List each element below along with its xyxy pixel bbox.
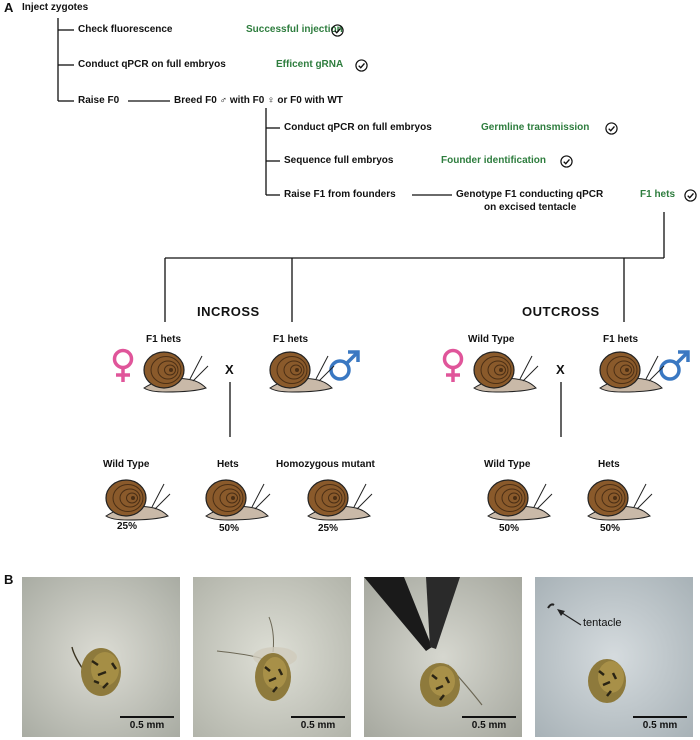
scale-bar: 0.5 mm — [120, 716, 174, 731]
female-symbol-icon — [442, 348, 464, 382]
step-qpcr: Conduct qPCR on full embryos — [78, 59, 226, 70]
scale-bar-label: 0.5 mm — [471, 720, 507, 731]
sub-step-qpcr: Conduct qPCR on full embryos — [284, 122, 432, 133]
result-germline-transmission: Germline transmission — [481, 122, 590, 133]
check-circle-icon — [331, 24, 344, 37]
outcross-offspring-label: Hets — [598, 459, 620, 470]
incross-offspring-label: Hets — [217, 459, 239, 470]
incross-offspring-label: Homozygous mutant — [276, 459, 375, 470]
outcross-x: X — [556, 362, 566, 377]
photo-snail-4: tentacle 0.5 mm — [535, 577, 693, 737]
panel-b-letter: B — [4, 572, 14, 587]
scale-bar: 0.5 mm — [633, 716, 687, 731]
photo-snail-1: 0.5 mm — [22, 577, 180, 737]
incross-offspring-pct: 50% — [219, 523, 240, 534]
snail-icon — [599, 351, 665, 393]
check-circle-icon — [605, 122, 618, 135]
snail-icon — [473, 351, 539, 393]
incross-title: INCROSS — [197, 304, 260, 319]
result-successful-injection: Successful injection — [246, 24, 343, 35]
tentacle-annotation: tentacle — [583, 617, 622, 629]
photo-snail-2: 0.5 mm — [193, 577, 351, 737]
scale-bar-label: 0.5 mm — [129, 720, 165, 731]
genotype-line-1: Genotype F1 conducting qPCR — [456, 189, 604, 200]
check-circle-icon — [684, 189, 697, 202]
result-f1-hets: F1 hets — [640, 189, 676, 200]
incross-x: X — [225, 362, 235, 377]
sub-step-sequence: Sequence full embryos — [284, 155, 394, 166]
male-symbol-icon — [329, 350, 360, 381]
outcross-parent-left-label: Wild Type — [468, 334, 515, 345]
female-symbol-icon — [112, 348, 134, 382]
incross-offspring-pct: 25% — [318, 523, 339, 534]
snail-icon — [587, 479, 653, 521]
genotype-line-2: on excised tentacle — [484, 202, 577, 213]
scale-bar: 0.5 mm — [462, 716, 516, 731]
incross-parent-left-label: F1 hets — [146, 334, 182, 345]
scale-bar-label: 0.5 mm — [300, 720, 336, 731]
step-raise-f0: Raise F0 — [78, 95, 120, 106]
incross-parent-right-label: F1 hets — [273, 334, 309, 345]
snail-icon — [307, 479, 373, 521]
scale-bar-label: 0.5 mm — [642, 720, 678, 731]
incross-offspring-pct: 25% — [117, 521, 138, 532]
snail-icon — [269, 351, 335, 393]
scale-bar: 0.5 mm — [291, 716, 345, 731]
incross-offspring-label: Wild Type — [103, 459, 150, 470]
result-founder-identification: Founder identification — [441, 155, 546, 166]
outcross-title: OUTCROSS — [522, 304, 600, 319]
snail-icon — [205, 479, 271, 521]
root-step: Inject zygotes — [22, 2, 89, 13]
male-symbol-icon — [659, 350, 690, 381]
snail-icon — [143, 351, 209, 393]
check-circle-icon — [560, 155, 573, 168]
sub-step-raise-f1: Raise F1 from founders — [284, 189, 396, 200]
result-efficient-grna: Efficent gRNA — [276, 59, 344, 70]
check-circle-icon — [355, 59, 368, 72]
panel-a-letter: A — [4, 0, 14, 15]
outcross-offspring-pct: 50% — [600, 523, 621, 534]
outcross-parent-right-label: F1 hets — [603, 334, 639, 345]
step-check-fluorescence: Check fluorescence — [78, 24, 173, 35]
photo-snail-3: 0.5 mm — [364, 577, 522, 737]
snail-icon — [105, 479, 171, 521]
snail-icon — [487, 479, 553, 521]
step-breed-f0: Breed F0 ♂ with F0 ♀ or F0 with WT — [174, 95, 343, 106]
outcross-offspring-label: Wild Type — [484, 459, 531, 470]
outcross-offspring-pct: 50% — [499, 523, 520, 534]
